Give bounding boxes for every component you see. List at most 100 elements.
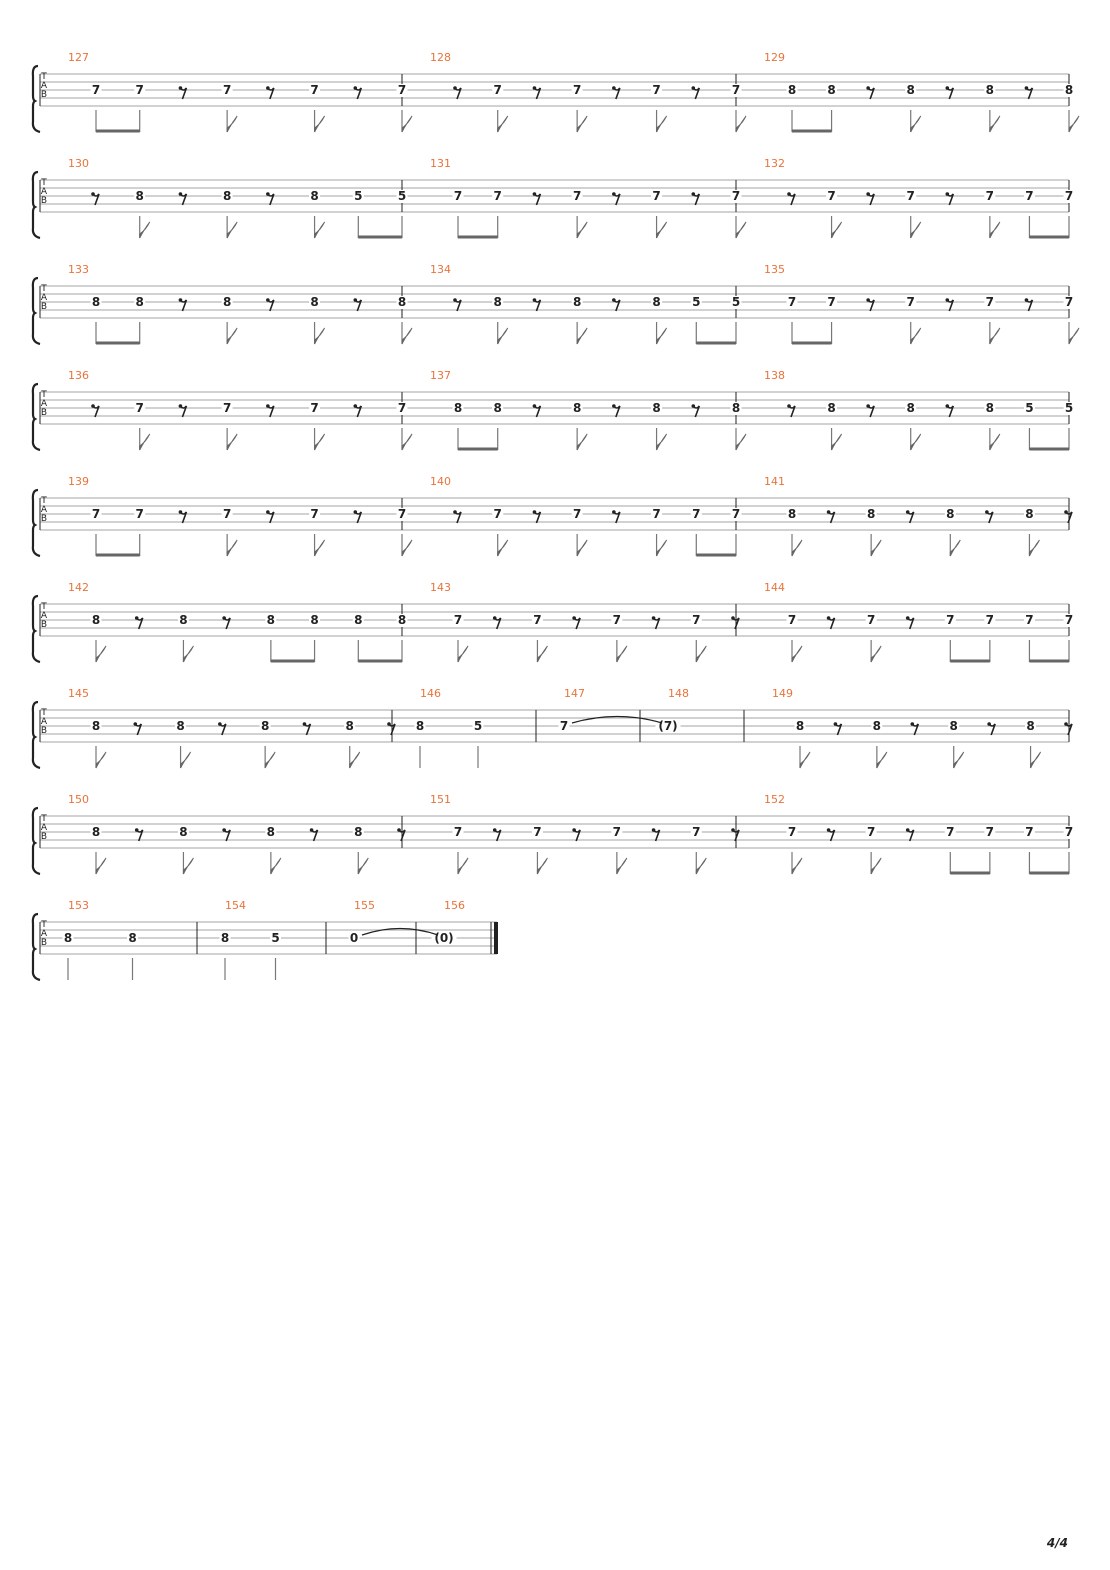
eighth-flag	[314, 539, 326, 557]
measure-number: 137	[430, 369, 451, 382]
eighth-flag	[576, 221, 588, 239]
measure-number: 141	[764, 475, 785, 488]
fret-knockout	[944, 614, 956, 627]
eighth-flag	[139, 221, 151, 239]
fret-knockout	[492, 84, 504, 97]
eighth-rest	[946, 193, 955, 206]
eighth-rest	[134, 723, 143, 736]
fret-number: 8	[867, 507, 875, 521]
fret-number: 7	[652, 507, 660, 521]
eighth-flag	[910, 327, 922, 345]
eighth-rest	[454, 511, 462, 524]
eighth-rest	[267, 405, 275, 418]
fret-knockout	[352, 614, 364, 627]
rest-dot	[178, 86, 183, 90]
rest-dot	[612, 192, 616, 196]
fret-number: (0)	[434, 931, 453, 945]
fret-number: 8	[494, 295, 502, 309]
rest-dot	[266, 86, 270, 90]
fret-knockout	[396, 84, 408, 97]
eighth-rest	[267, 511, 275, 524]
eighth-rest	[267, 299, 275, 312]
fret-number: 8	[1065, 83, 1073, 97]
eighth-flag	[791, 645, 803, 663]
eighth-flag	[314, 433, 326, 451]
rest-dot	[178, 404, 183, 408]
fret-number: 5	[732, 295, 740, 309]
eighth-flag	[735, 115, 747, 133]
eighth-rest	[136, 617, 144, 630]
eighth-rest	[692, 193, 701, 206]
fret-knockout	[396, 402, 408, 415]
measure-number: 145	[68, 687, 89, 700]
fret-number: 7	[788, 295, 796, 309]
fret-knockout	[492, 190, 504, 203]
fret-knockout	[794, 720, 806, 733]
rest-dot	[866, 86, 870, 90]
eighth-rest	[613, 405, 621, 418]
eighth-flag	[497, 539, 509, 557]
rest-dot	[387, 722, 391, 726]
eighth-rest	[179, 299, 188, 312]
fret-number: 7	[613, 613, 621, 627]
fret-knockout	[730, 508, 742, 521]
measure-number: 133	[68, 263, 89, 276]
rest-dot	[532, 86, 537, 90]
eighth-rest	[986, 511, 994, 524]
eighth-rest	[834, 723, 843, 736]
fret-knockout	[175, 720, 187, 733]
tab-clef-letter: T	[40, 284, 47, 294]
fret-knockout	[414, 720, 426, 733]
page-number: 4/4	[1046, 1536, 1068, 1550]
fret-number: 7	[223, 401, 231, 415]
fret-number: 5	[398, 189, 406, 203]
fret-knockout	[396, 296, 408, 309]
fret-number: 8	[573, 401, 581, 415]
eighth-flag	[139, 433, 151, 451]
eighth-rest	[827, 617, 836, 630]
fret-number: 5	[1065, 401, 1073, 415]
fret-knockout	[730, 190, 742, 203]
fret-number: 7	[732, 507, 740, 521]
eighth-flag	[1068, 327, 1080, 345]
rest-dot	[787, 404, 791, 408]
system-bracket	[31, 700, 41, 770]
fret-number: 8	[652, 295, 660, 309]
measure-number: 139	[68, 475, 89, 488]
fret-knockout	[1025, 720, 1037, 733]
fret-number: 8	[92, 719, 100, 733]
eighth-flag	[182, 645, 194, 663]
fret-number: 7	[1025, 189, 1033, 203]
fret-number: 7	[398, 83, 406, 97]
rest-dot	[453, 510, 457, 514]
fret-knockout	[396, 614, 408, 627]
fret-number: 7	[494, 189, 502, 203]
fret-knockout	[309, 614, 321, 627]
fret-number: 7	[827, 189, 835, 203]
fret-number: 5	[692, 295, 700, 309]
fret-knockout	[62, 932, 74, 945]
rest-dot	[826, 616, 831, 620]
fret-knockout	[352, 826, 364, 839]
eighth-flag	[401, 115, 413, 133]
measure-number: 144	[764, 581, 785, 594]
rest-dot	[866, 192, 870, 196]
eighth-flag	[357, 857, 369, 875]
fret-number: 7	[1065, 613, 1073, 627]
eighth-flag	[799, 751, 811, 769]
fret-knockout	[452, 826, 464, 839]
fret-number: 7	[136, 83, 144, 97]
eighth-rest	[354, 405, 363, 418]
measure-number: 153	[68, 899, 89, 912]
fret-knockout	[90, 614, 102, 627]
eighth-rest	[907, 511, 915, 524]
eighth-flag	[576, 327, 588, 345]
rest-dot	[572, 616, 576, 620]
fret-knockout	[984, 402, 996, 415]
fret-knockout	[134, 190, 146, 203]
fret-number: 8	[310, 613, 318, 627]
fret-number: 8	[267, 825, 275, 839]
eighth-rest	[354, 299, 363, 312]
eighth-flag	[1028, 539, 1040, 557]
fret-knockout	[221, 402, 233, 415]
